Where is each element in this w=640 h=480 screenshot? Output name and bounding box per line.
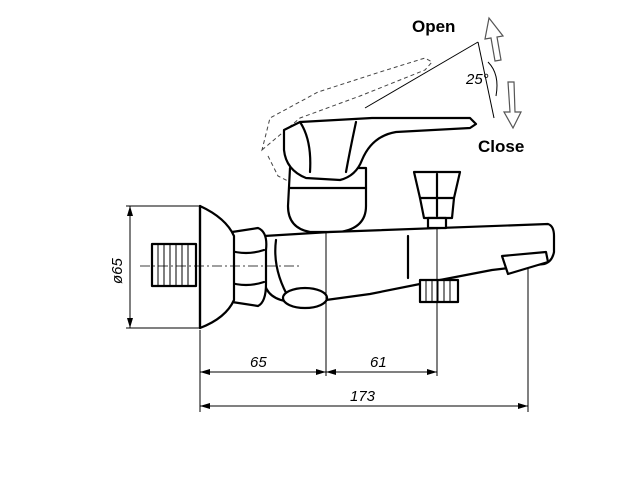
dimension-extension-lines xyxy=(199,228,529,412)
spout-outlet xyxy=(500,250,550,276)
close-arrow-icon xyxy=(502,81,522,130)
close-label: Close xyxy=(478,137,524,156)
dimension-173-value: 173 xyxy=(350,388,376,405)
dimension-61 xyxy=(326,369,437,375)
lever-handle xyxy=(282,116,478,182)
open-arrow-icon xyxy=(484,16,505,62)
diameter-dimension xyxy=(126,205,200,329)
lever-angle-guide xyxy=(364,41,498,119)
open-label: Open xyxy=(412,17,455,36)
eccentric-thread-connector xyxy=(150,242,198,288)
dimension-173 xyxy=(200,403,528,409)
hose-thread-connector xyxy=(418,278,460,304)
angle-label: 25° xyxy=(465,71,489,88)
dimension-65 xyxy=(200,369,326,375)
wall-flange xyxy=(198,204,236,330)
diverter-knob xyxy=(412,170,462,230)
dimension-61-value: 61 xyxy=(370,354,387,371)
dimension-65-value: 65 xyxy=(250,354,267,371)
diameter-value: ø65 xyxy=(109,257,126,284)
